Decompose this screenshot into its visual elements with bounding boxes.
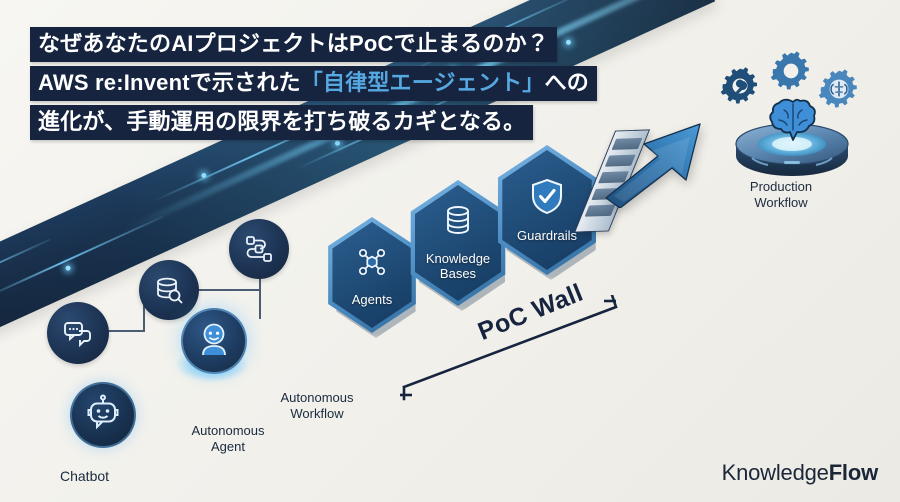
connector-line bbox=[108, 330, 144, 332]
title-line-1: なぜあなたのAIプロジェクトはPoCで止まるのか？ bbox=[30, 27, 558, 62]
title-block: なぜあなたのAIプロジェクトはPoCで止まるのか？ AWS re:Inventで… bbox=[30, 27, 597, 144]
stage-label-autonomous-agent: Autonomous Agent bbox=[191, 423, 265, 454]
brain-icon bbox=[769, 98, 816, 141]
network-nodes-icon bbox=[353, 243, 391, 286]
hexagon-label-knowledge-bases: Knowledge Bases bbox=[425, 251, 491, 281]
breakthrough-arrow-icon bbox=[605, 123, 701, 208]
beam-particle bbox=[200, 172, 208, 179]
beam-streak bbox=[0, 238, 51, 307]
chat-bubbles-icon-node bbox=[47, 302, 109, 364]
database-icon bbox=[441, 204, 475, 245]
gear-wrench-icon bbox=[720, 67, 758, 104]
database-search-icon bbox=[152, 273, 186, 307]
title-line-2: AWS re:Inventで示された「自律型エージェント」への bbox=[30, 66, 597, 101]
hexagon-agents: Agents bbox=[326, 217, 418, 338]
connector-line bbox=[143, 290, 145, 332]
workflow-nodes-icon bbox=[242, 232, 276, 266]
shield-check-icon bbox=[529, 177, 565, 222]
gear-icon bbox=[770, 51, 809, 90]
title-line-2-post: への bbox=[544, 70, 589, 95]
poc-wall-bracket bbox=[400, 295, 618, 401]
robot-face-icon bbox=[83, 393, 123, 438]
hexagon-label-guardrails: Guardrails bbox=[517, 227, 577, 243]
connector-line bbox=[196, 289, 260, 291]
hexagon-guardrails: Guardrails bbox=[495, 145, 599, 280]
robot-avatar-icon bbox=[194, 319, 234, 364]
title-line-2-pre: AWS re:Inventで示された bbox=[38, 70, 301, 95]
autonomous-agent-node bbox=[181, 308, 247, 374]
connector-line bbox=[259, 249, 261, 319]
chat-bubbles-icon bbox=[61, 316, 95, 350]
brand-logo: KnowledgeFlow bbox=[721, 460, 879, 486]
production-workflow-label: Production Workflow bbox=[749, 179, 813, 210]
gear-brain-icon bbox=[818, 69, 857, 108]
chatbot-stage-node bbox=[70, 382, 136, 448]
brand-text-regular: Knowledge bbox=[721, 460, 829, 485]
holographic-platform-icon bbox=[735, 123, 849, 176]
stage-label-chatbot: Chatbot bbox=[60, 468, 110, 484]
stage-label-autonomous-workflow: Autonomous Workflow bbox=[280, 390, 354, 421]
database-search-icon-node bbox=[139, 260, 199, 320]
brand-text-bold: Flow bbox=[828, 460, 879, 485]
workflow-nodes-icon-node bbox=[229, 219, 289, 279]
hexagon-label-agents: Agents bbox=[351, 291, 393, 307]
beam-particle bbox=[64, 264, 72, 272]
title-line-3: 進化が、手動運用の限界を打ち破るカギとなる。 bbox=[30, 105, 534, 140]
hexagon-knowledge-bases: Knowledge Bases bbox=[408, 180, 508, 311]
title-line-2-highlight: 「自律型エージェント」 bbox=[300, 70, 545, 95]
